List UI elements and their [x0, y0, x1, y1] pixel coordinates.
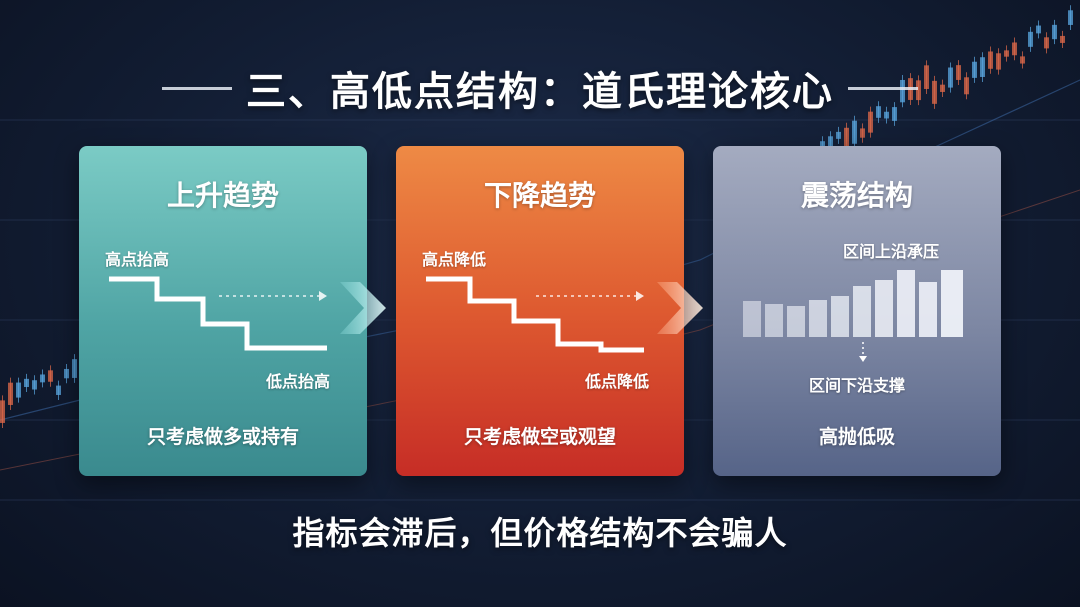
range-card: 震荡结构 区间上沿承压 区间下沿支撑 高抛低吸: [713, 146, 1001, 476]
chevron-right-icon: [657, 282, 703, 334]
candle-body: [964, 77, 969, 95]
candle-body: [1004, 50, 1009, 57]
page-title: 三、高低点结构：道氏理论核心: [246, 69, 834, 115]
uptrend-footer: 只考虑做多或持有: [146, 426, 299, 448]
uptrend-card: 上升趋势 高点抬高 低点抬高 只考虑做多或持有: [79, 146, 367, 476]
downtrend-bottom-label: 低点降低: [585, 372, 650, 391]
candle-body: [24, 378, 29, 388]
candle-body: [996, 53, 1001, 70]
downtrend-footer: 只考虑做空或观望: [463, 426, 616, 448]
candle-body: [32, 380, 37, 390]
candle-body: [16, 382, 21, 398]
candle-body: [972, 61, 977, 78]
candle-body: [884, 111, 889, 119]
candle-body: [980, 57, 985, 77]
candle-body: [868, 111, 873, 133]
conclusion-text: 指标会滞后，但价格结构不会骗人: [292, 514, 788, 552]
candle-body: [1052, 24, 1057, 40]
downtrend-card-title: 下降趋势: [483, 179, 596, 212]
candle-body: [932, 80, 937, 104]
candle-body: [64, 368, 69, 379]
candle-body: [876, 106, 881, 118]
title-divider-left: [162, 86, 232, 90]
candle-body: [1012, 42, 1017, 56]
candle-body: [924, 65, 929, 89]
candle-body: [860, 128, 865, 138]
uptrend-bottom-label: 低点抬高: [266, 372, 331, 391]
candle-body: [988, 51, 993, 69]
uptrend-top-label: 高点抬高: [105, 250, 170, 269]
candle-body: [8, 382, 13, 405]
title-row: 三、高低点结构：道氏理论核心: [0, 58, 1080, 118]
candle-body: [1020, 56, 1025, 64]
title-divider-right: [848, 86, 918, 90]
candle-body: [1060, 35, 1065, 43]
candle-body: [900, 79, 905, 103]
candle-body: [916, 80, 921, 101]
downtrend-top-label: 高点降低: [422, 250, 487, 269]
range-footer: 高抛低吸: [818, 426, 895, 448]
candle-body: [948, 67, 953, 88]
candle-body: [940, 84, 945, 92]
downtrend-card: 下降趋势 高点降低 低点降低 只考虑做空或观望: [396, 146, 684, 476]
candle-body: [1036, 25, 1041, 34]
candle-body: [40, 374, 45, 383]
downtrend-staircase-icon: [426, 276, 644, 353]
candle-body: [844, 127, 849, 147]
candle-body: [56, 385, 61, 395]
candle-body: [1044, 37, 1049, 49]
uptrend-staircase-icon: [109, 276, 327, 351]
candle-body: [956, 65, 961, 80]
candle-body: [72, 359, 77, 378]
range-card-title: 震荡结构: [800, 179, 913, 212]
candle-body: [836, 131, 841, 139]
uptrend-card-title: 上升趋势: [166, 179, 279, 212]
candle-body: [1028, 31, 1033, 47]
candle-body: [828, 136, 833, 153]
range-top-label: 区间上沿承压: [843, 242, 940, 261]
candle-body: [892, 107, 897, 121]
candle-body: [0, 400, 5, 423]
range-bottom-label: 区间下沿支撑: [809, 376, 906, 395]
candle-body: [852, 120, 857, 144]
candle-body: [1068, 10, 1073, 25]
chevron-right-icon: [340, 282, 386, 334]
candle-body: [48, 370, 53, 382]
range-bars-icon: [743, 270, 963, 362]
